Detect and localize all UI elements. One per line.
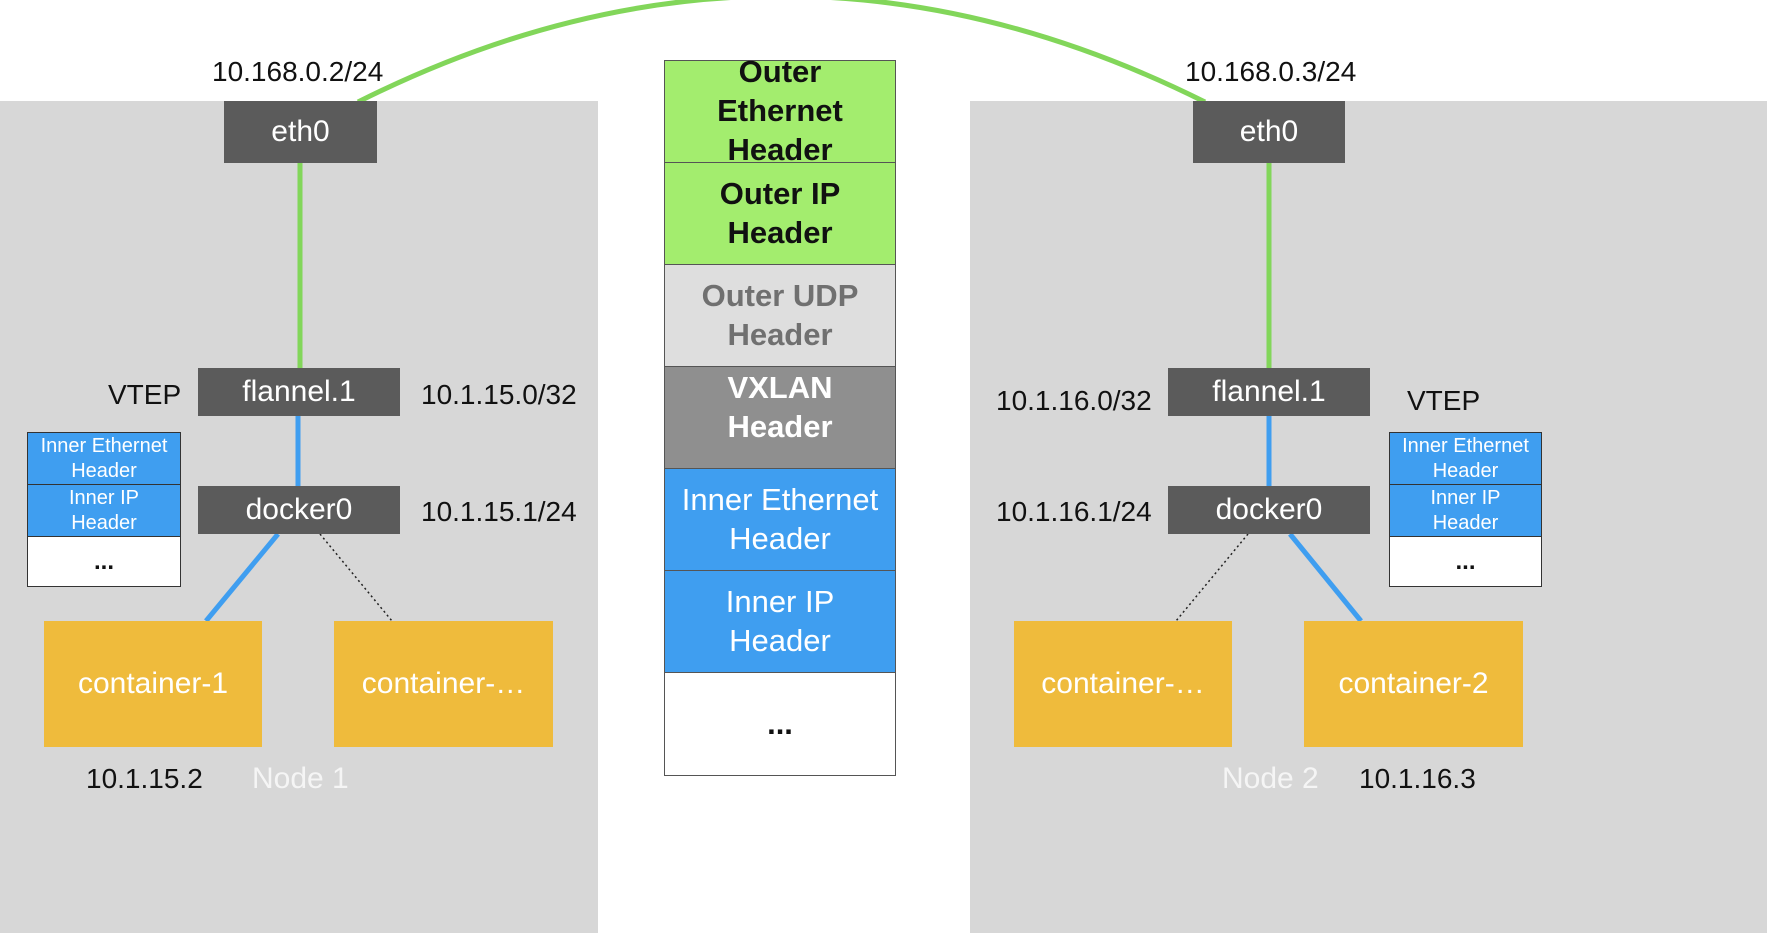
node-1-flannel: flannel.1 xyxy=(198,368,400,416)
packet-outer-ethernet-header: Outer Ethernet Header xyxy=(665,54,895,167)
node-1-mini-inner-ethernet: Inner Ethernet Header xyxy=(28,433,180,485)
node-1-mini-ellipsis: ... xyxy=(93,547,114,575)
node-2-container-other: container-… xyxy=(1014,621,1232,747)
node-1-container-1: container-1 xyxy=(44,621,262,747)
node-1-label: Node 1 xyxy=(252,762,349,795)
node-2-eth-ip: 10.168.0.3/24 xyxy=(1185,56,1357,87)
node-2-vtep-label: VTEP xyxy=(1407,385,1481,416)
node-2-eth0: eth0 xyxy=(1193,101,1345,163)
node-2-label: Node 2 xyxy=(1222,762,1319,795)
node-2-docker-container-2-link xyxy=(1288,532,1363,623)
node-1-docker-container-other-link xyxy=(319,533,393,622)
node-2-flannel-ip: 10.1.16.0/32 xyxy=(996,385,1152,416)
node-2-mini-ellipsis: ... xyxy=(1455,547,1476,575)
node-1-container-other: container-… xyxy=(334,621,553,747)
node-1-container-1-ip: 10.1.15.2 xyxy=(86,763,203,794)
node-2-docker0: docker0 xyxy=(1168,486,1370,534)
node-1-flannel-ip: 10.1.15.0/32 xyxy=(421,379,577,410)
packet-inner-ip-header: Inner IP Header xyxy=(665,571,895,673)
packet-outer-udp-header: Outer UDP Header xyxy=(665,265,895,367)
node-2-docker-container-other-link xyxy=(1175,533,1249,622)
node-1-mini-inner-ip: Inner IP Header xyxy=(28,485,180,537)
overlay-tunnel-arc xyxy=(356,0,1207,105)
node-2-mini-packet: Inner Ethernet Header Inner IP Header ..… xyxy=(1389,432,1542,587)
node-1-vtep-label: VTEP xyxy=(108,379,182,410)
packet-vxlan-header: VXLAN Header xyxy=(665,367,895,469)
node-2-container-2-ip: 10.1.16.3 xyxy=(1359,763,1476,794)
node-2-mini-inner-ip: Inner IP Header xyxy=(1390,485,1541,537)
node-2-container-2: container-2 xyxy=(1304,621,1523,747)
packet-payload-ellipsis: ... xyxy=(665,673,895,775)
node-1-eth0: eth0 xyxy=(224,101,377,163)
node-1-docker0: docker0 xyxy=(198,486,400,534)
packet-inner-ethernet-header: Inner Ethernet Header xyxy=(665,469,895,571)
node-2-flannel: flannel.1 xyxy=(1168,368,1370,416)
node-2-docker-ip: 10.1.16.1/24 xyxy=(996,496,1152,527)
node-1-eth-ip: 10.168.0.2/24 xyxy=(212,56,384,87)
node-2-mini-inner-ethernet: Inner Ethernet Header xyxy=(1390,433,1541,485)
node-1-mini-packet: Inner Ethernet Header Inner IP Header ..… xyxy=(27,432,181,587)
node-1-docker-container-1-link xyxy=(204,532,280,623)
node-1-docker-ip: 10.1.15.1/24 xyxy=(421,496,577,527)
packet-outer-ip-header: Outer IP Header xyxy=(665,163,895,265)
